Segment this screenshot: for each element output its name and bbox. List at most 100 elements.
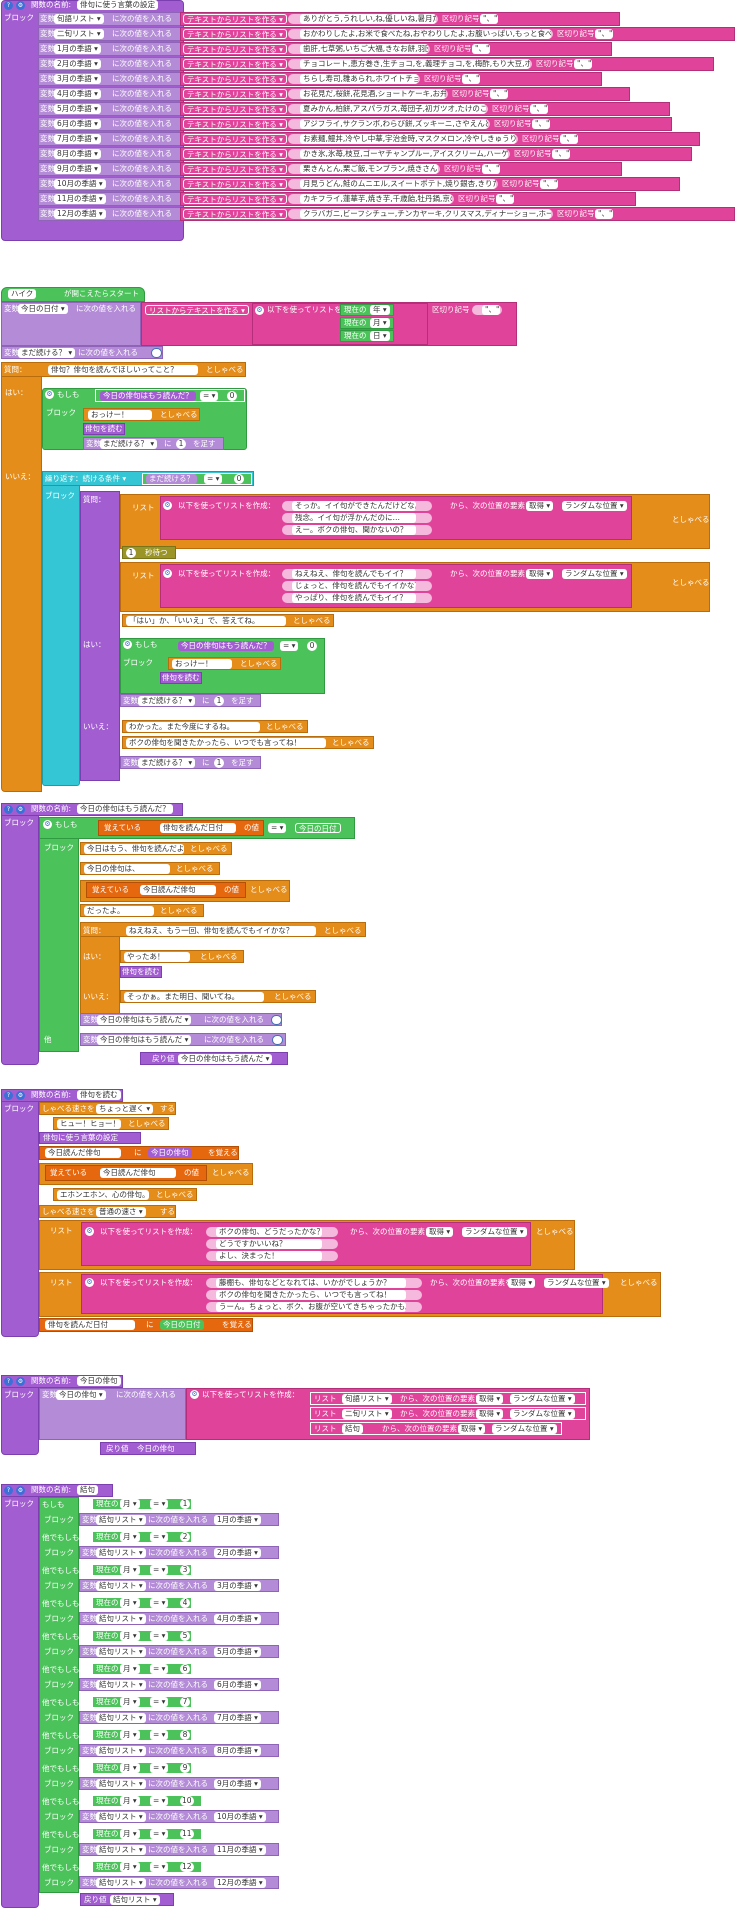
delim-value[interactable]: "、" [482,164,500,174]
text-to-list-dropdown[interactable]: テキストからリストを作る ▾ [183,29,287,39]
kigo-var[interactable]: 6月の季語 ▾ [214,1680,261,1690]
gear-icon[interactable]: ⚙ [85,1278,94,1287]
gear-icon[interactable]: ⚙ [255,306,264,315]
month-number[interactable]: 2 [180,1532,190,1542]
gear-icon[interactable]: ⚙ [16,1486,25,1495]
eq-dropdown[interactable]: = ▾ [150,1499,169,1509]
unit-dropdown[interactable]: 月 ▾ [120,1862,140,1872]
word-list-text[interactable]: お素麺,鰻丼,冷やし中華,宇治金時,マスクメロン,冷やしきゅうり,冷やしトマト [300,134,516,144]
var-dropdown[interactable]: 結句リスト ▾ [96,1878,146,1888]
speed-dropdown-normal[interactable]: 普通の速さ ▾ [96,1207,146,1217]
unit-dropdown[interactable]: 月 ▾ [120,1829,140,1839]
function-block-read-haiku[interactable] [1,1089,39,1337]
var-dropdown[interactable]: 3月の季語 ▾ [54,74,101,84]
gear-icon[interactable]: ⚙ [85,1227,94,1236]
function-name-field[interactable]: 俳句に使う言葉の設定 [77,0,158,10]
memory-key[interactable]: 今日読んだ俳句 [100,1168,176,1178]
var-dropdown-continue[interactable]: まだ続ける？ ▾ [138,696,196,706]
unit-dropdown[interactable]: 月 ▾ [120,1763,140,1773]
text-to-list-dropdown[interactable]: テキストからリストを作る ▾ [183,89,287,99]
eq-dropdown[interactable]: = ▾ [150,1829,169,1839]
delim-value[interactable]: "、" [490,89,508,99]
var-dropdown[interactable]: 7月の季語 ▾ [54,134,101,144]
word-list-text[interactable]: カキフライ,蓮華芋,焼き芋,千歳飴,牡丹鍋,京の子餅,牡蠣ご飯,紅葉鍋 [300,194,452,204]
text-to-list-dropdown[interactable]: テキストからリストを作る ▾ [183,149,287,159]
say-1-text[interactable]: 今日はもう、俳句を読んだよ。 [84,844,184,854]
option-text[interactable]: えー。ボクの俳句、聞かないの？ [292,525,416,535]
word-list-text[interactable]: おかわりしたよ,お米で食べたね,おやわりしたよ,お腹いっぱい,もっと食べたい,み… [300,29,551,39]
memory-key[interactable]: 今日読んだ俳句 [140,885,216,895]
ask-block[interactable] [1,362,42,792]
text-to-list-dropdown[interactable]: テキストからリストを作る ▾ [183,104,287,114]
kigo-var[interactable]: 12月の季語 ▾ [214,1878,266,1888]
number-zero[interactable]: 0 [227,391,237,401]
option-text[interactable]: うーん。ちょっと、ボク、お腹が空いてきちゃったかも。 [216,1302,406,1312]
unit-dropdown[interactable]: 月 ▾ [120,1565,140,1575]
gear-icon[interactable]: ⚙ [16,1091,25,1100]
var-dropdown[interactable]: 11月の季語 ▾ [54,194,106,204]
text-to-list-dropdown[interactable]: テキストからリストを作る ▾ [183,209,287,219]
delim-value[interactable]: "、" [540,179,558,189]
text-to-list-dropdown[interactable]: テキストからリストを作る ▾ [183,134,287,144]
var-dropdown[interactable]: 4月の季語 ▾ [54,89,101,99]
word-list-text[interactable]: ちらし寿司,雛あられ,ホワイトチョコ,イチゴショート,イースターエッグ [300,74,418,84]
if-chain[interactable] [39,1497,79,1893]
take-dropdown[interactable]: 取得 ▾ [526,569,554,579]
month-number[interactable]: 4 [180,1598,190,1608]
inner-ask-block[interactable] [80,491,120,781]
repeat-block[interactable] [42,471,80,786]
var-dropdown[interactable]: 結句リスト ▾ [96,1515,146,1525]
unit-dropdown[interactable]: 月 ▾ [370,318,390,328]
ask-text[interactable]: 俳句？俳句を読んでほしいってこと？ [48,365,198,375]
eq-dropdown[interactable]: = ▾ [268,823,287,833]
gear-icon[interactable]: ⚙ [123,640,132,649]
number-zero[interactable]: 0 [307,641,317,651]
call-words[interactable] [39,1132,141,1144]
var-dropdown[interactable]: 今日の俳句はもう読んだ ▾ [97,1015,192,1025]
random-dropdown[interactable]: ランダムな位置 ▾ [510,1394,575,1404]
gear-icon[interactable]: ⚙ [190,1390,199,1399]
month-number[interactable]: 11 [180,1829,194,1839]
option-text[interactable]: じょっと、俳句を読んでもイイかな？ [292,581,416,591]
kigo-var[interactable]: 1月の季語 ▾ [214,1515,261,1525]
month-number[interactable]: 8 [180,1730,190,1740]
speed-dropdown-slow[interactable]: ちょっと遅く ▾ [96,1104,154,1114]
var-dropdown[interactable]: 結句リスト ▾ [96,1680,146,1690]
kigo-var[interactable]: 7月の季語 ▾ [214,1713,261,1723]
delim-value[interactable]: "、" [532,119,550,129]
list-var[interactable]: 結句 [342,1424,363,1434]
var-dropdown[interactable]: 9月の季語 ▾ [54,164,101,174]
return-var[interactable]: 今日の俳句はもう読んだ ▾ [178,1054,273,1064]
unit-dropdown[interactable]: 年 ▾ [370,305,390,315]
delim-value[interactable]: "、" [574,59,592,69]
option-text[interactable]: よし、決まった！ [216,1251,322,1261]
word-list-text[interactable]: クラバガニ,ビーフシチュー,チンカヤーキ,クリスマス,ディナーショー,ホールケー… [300,209,551,219]
eq-dropdown[interactable]: = ▾ [204,474,223,484]
say-okay-text[interactable]: おっけー！ [88,410,152,420]
gear-icon[interactable]: ⚙ [16,1,25,10]
text-to-list-dropdown[interactable]: テキストからリストを作る ▾ [183,59,287,69]
function-name-field[interactable]: 結句 [77,1485,98,1495]
var-continue[interactable]: まだ続ける？ [146,474,197,484]
eq-dropdown[interactable]: = ▾ [150,1796,169,1806]
eq-dropdown[interactable]: = ▾ [150,1631,169,1641]
var-dropdown-continue[interactable]: まだ続ける？ ▾ [18,348,76,358]
delim-value[interactable]: "、" [552,149,570,159]
eq-dropdown[interactable]: = ▾ [150,1532,169,1542]
word-list-text[interactable]: 歯肝,七草粥,いちご大福,きなお餅,羽団扇,凍ばえ,お年玉,お正月料理 [300,44,428,54]
gear-icon[interactable]: ⚙ [45,390,54,399]
eq-dropdown[interactable]: = ▾ [150,1697,169,1707]
number-one[interactable]: 1 [214,758,224,768]
random-dropdown[interactable]: ランダムな位置 ▾ [462,1227,527,1237]
month-number[interactable]: 5 [180,1631,190,1641]
var-dropdown[interactable]: 8月の季語 ▾ [54,149,101,159]
word-list-text[interactable]: かき氷,氷苺,枝豆,ゴーヤチャンプルー,アイスクリーム,ハーゲンダッツ,マスカッ… [300,149,508,159]
var-dropdown[interactable]: 旬語リスト ▾ [54,14,104,24]
gear-icon[interactable]: ⚙ [16,1377,25,1386]
help-icon[interactable]: ? [4,1377,13,1386]
random-dropdown[interactable]: ランダムな位置 ▾ [492,1424,557,1434]
var-dropdown[interactable]: 結句リスト ▾ [96,1614,146,1624]
option-text[interactable]: どうですかいいね？ [216,1239,322,1249]
delim-value[interactable]: "、" [472,44,490,54]
option-text[interactable]: ねえねえ、俳句を読んでもイイ？ [292,569,416,579]
